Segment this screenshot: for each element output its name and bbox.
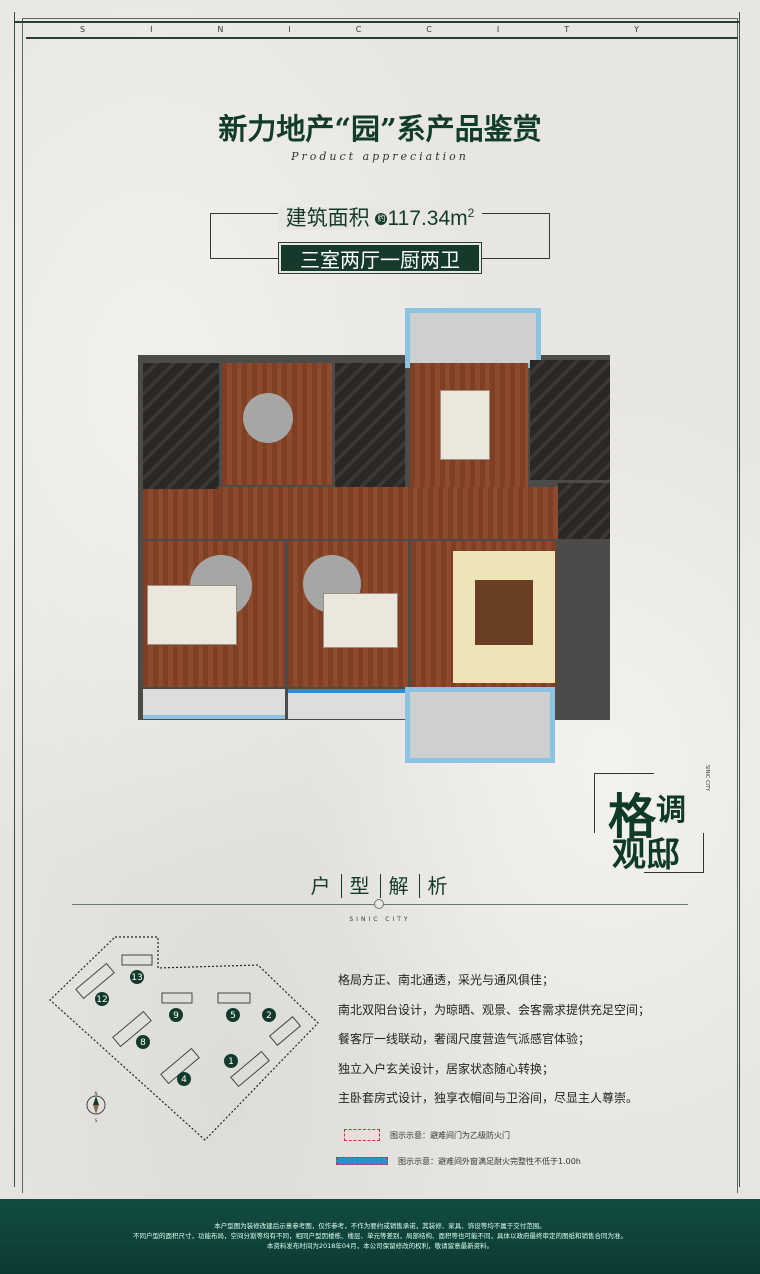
legend-text: 图示示意：避难间门为乙级防火门 — [390, 1130, 510, 1140]
marker-8: 8 — [136, 1035, 150, 1049]
feature-item: 格局方正、南北通透，采光与通风俱佳； — [338, 973, 555, 987]
slogan: 格 调 观邸 SINIC CITY — [594, 755, 710, 875]
kitchen — [530, 360, 610, 480]
south-balcony — [405, 687, 555, 763]
legend-item: 图示示意：避难间门为乙级防火门 — [344, 1122, 581, 1148]
site-boundary — [49, 936, 319, 1141]
brand-letter: T — [564, 25, 571, 34]
building — [161, 992, 193, 1004]
legend-text: 图示示意：避难间外窗满足耐火完整性不低于1.00h — [398, 1156, 581, 1166]
page-subtitle: Product appreciation — [291, 150, 469, 163]
bathroom-1 — [143, 363, 219, 489]
marker-1: 1 — [224, 1054, 238, 1068]
marker-12: 12 — [95, 992, 109, 1006]
page-title: 新力地产“园”系产品鉴赏 — [218, 112, 542, 146]
bracket — [594, 773, 654, 833]
brand-letter: I — [288, 25, 292, 34]
brand-letter: C — [355, 25, 363, 34]
fire-door-icon — [344, 1129, 380, 1141]
section-char: 户 — [310, 874, 333, 898]
entrance — [558, 483, 610, 539]
floor-plan — [135, 305, 615, 765]
building — [230, 1050, 270, 1088]
legend-item: 图示示意：避难间外窗满足耐火完整性不低于1.00h — [336, 1148, 581, 1174]
approx-badge: 约 — [375, 213, 388, 226]
building — [75, 962, 115, 1000]
feature-item: 南北双阳台设计，为晾晒、观景、会客需求提供充足空间； — [338, 1002, 651, 1017]
brand-letter: I — [496, 25, 501, 34]
legend: 图示示意：避难间门为乙级防火门 图示示意：避难间外窗满足耐火完整性不低于1.00… — [336, 1122, 581, 1174]
bed — [323, 593, 398, 648]
section-char: 型 — [340, 874, 380, 898]
svg-text:N: N — [95, 1091, 98, 1096]
svg-text:4: 4 — [181, 1075, 187, 1085]
building — [121, 954, 153, 966]
brand-letter: N — [217, 25, 225, 34]
site-map: 13 12 9 5 2 8 4 1 N S — [49, 936, 319, 1141]
brand-small: SINIC CITY — [349, 916, 411, 923]
feature-item: 独立入户玄关设计，居家状态随心转换； — [338, 1061, 555, 1076]
slogan-line2: 观邸 — [612, 835, 680, 875]
slogan-char: 调 — [656, 793, 686, 828]
walk-in-closet — [143, 489, 218, 539]
feature-item: 餐客厅一线联动，奢阔尺度营造气派感官体验； — [338, 1032, 591, 1046]
section-char: 解 — [379, 874, 419, 898]
building — [112, 1010, 152, 1048]
logo-icon — [374, 899, 384, 909]
brand-letter: C — [426, 25, 433, 34]
marker-5: 5 — [226, 1008, 240, 1022]
dining-table — [440, 390, 490, 460]
svg-text:5: 5 — [230, 1011, 236, 1021]
building — [217, 992, 251, 1004]
divider — [26, 37, 738, 39]
divider — [14, 21, 740, 23]
feature-list: 格局方正、南北通透，采光与通风俱佳； 南北双阳台设计，为晾晒、观景、会客需求提供… — [338, 966, 650, 1114]
section-title: 户型解析 — [0, 870, 760, 899]
rug — [243, 393, 293, 443]
layout-badge: 三室两厅一厨两卫 — [278, 242, 482, 274]
brand-letter: S — [80, 25, 87, 34]
disclaimer-line: 本户型图为装修改建后示意参考图，仅作参考，不作为要约或销售承诺，其装修、家具、饰… — [214, 1222, 546, 1230]
area-text: 建筑面积 约117.34m2 — [0, 202, 760, 232]
marker-13: 13 — [130, 970, 144, 984]
disclaimer-line: 不同户型的面积尺寸，功能布局，空间分割等均有不同，相同户型因楼栋、楼层、单元等差… — [133, 1232, 627, 1240]
fire-window-icon — [336, 1157, 388, 1165]
balcony-small — [143, 689, 285, 719]
footer-disclaimer: 本户型图为装修改建后示意参考图，仅作参考，不作为要约或销售承诺，其装修、家具、饰… — [0, 1199, 760, 1274]
frame-outer — [22, 18, 738, 1193]
svg-text:13: 13 — [131, 973, 142, 983]
building — [268, 1016, 302, 1046]
svg-text:2: 2 — [266, 1011, 272, 1021]
svg-text:8: 8 — [140, 1038, 146, 1048]
north-balcony — [405, 308, 541, 368]
bracket — [644, 833, 704, 873]
frame — [14, 12, 740, 1187]
marker-2: 2 — [262, 1008, 276, 1022]
area-unit-sup: 2 — [467, 206, 475, 220]
section-char: 析 — [418, 874, 458, 898]
balcony-small — [288, 689, 406, 719]
svg-text:9: 9 — [173, 1011, 179, 1021]
corridor — [218, 487, 558, 539]
bed — [147, 585, 237, 645]
brand-letter: Y — [634, 25, 640, 34]
marker-4: 4 — [177, 1072, 191, 1086]
slogan-char: 格 — [608, 789, 657, 845]
marker-9: 9 — [169, 1008, 183, 1022]
svg-text:S: S — [95, 1118, 98, 1123]
slogan-badge: SINIC CITY — [704, 765, 710, 792]
brand-letter: I — [150, 25, 154, 34]
svg-text:12: 12 — [96, 995, 107, 1005]
carpet — [475, 580, 533, 645]
building — [160, 1047, 200, 1085]
feature-item: 主卧套房式设计，独享衣帽间与卫浴间，尽显主人尊崇。 — [338, 1091, 639, 1105]
disclaimer-line: 本资料发布时间为2018年04月，本公司保留修改的权利，敬请留意最新资料。 — [266, 1242, 494, 1250]
compass-icon: N S — [86, 1091, 106, 1123]
area-value: 117.34m — [387, 207, 468, 230]
bathroom-2 — [335, 363, 405, 489]
svg-text:1: 1 — [228, 1057, 234, 1067]
area-label: 建筑面积 — [285, 207, 370, 230]
